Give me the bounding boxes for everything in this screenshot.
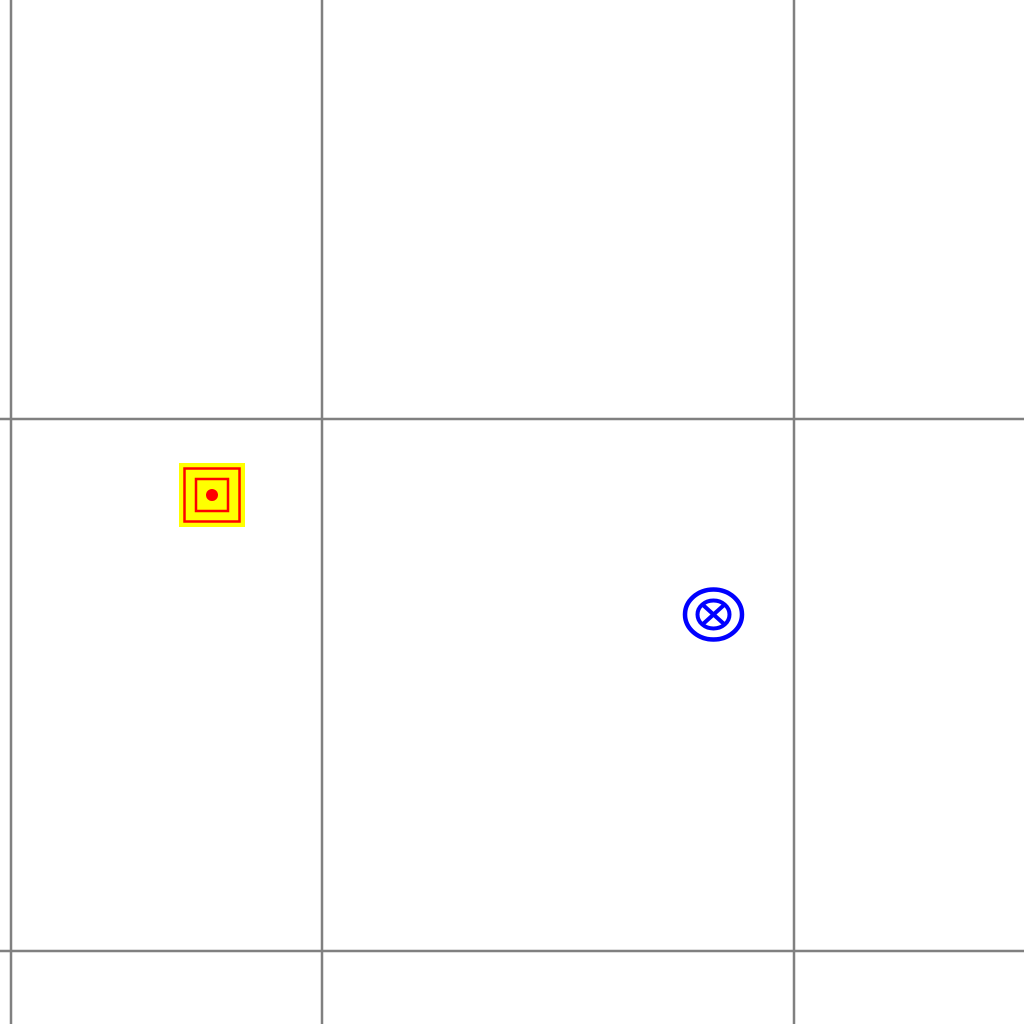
concentric-square-marker-icon[interactable] <box>179 463 245 527</box>
marker-circle-x-stroke-2 <box>701 603 726 626</box>
marker-circle-outer <box>682 587 745 642</box>
marker-circle-inner <box>695 598 732 631</box>
marker-square-inner <box>194 477 230 513</box>
marker-square-dot <box>206 489 218 501</box>
circled-x-marker-icon[interactable] <box>682 587 745 642</box>
marker-square-outer <box>183 467 241 523</box>
